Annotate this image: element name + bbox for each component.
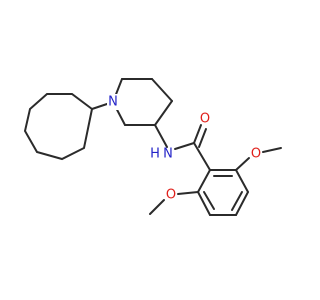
molecule-drawing: N N H O O O: [23, 78, 282, 216]
atom-label-o-methoxy-bottom: O: [166, 188, 176, 203]
atom-label-n-amide: N: [163, 147, 173, 162]
bond-carbonyl-o-1: [193, 124, 202, 144]
bond-ar2-ar3: [235, 169, 249, 193]
benzene-ring: [197, 169, 249, 216]
bond-c4-c5: [154, 100, 173, 126]
atom-o-carbonyl: O: [200, 112, 210, 127]
bond-ar3-ar4-inner: [231, 191, 243, 211]
bond-c3-c4: [151, 78, 173, 102]
bond-carbonyl-o-2: [198, 128, 207, 148]
atom-o-methoxy-top: O: [251, 147, 261, 162]
cycloheptyl-ring-bonds: [23, 93, 94, 161]
atom-o-methoxy-bottom: O: [166, 188, 176, 203]
bond-o-top-methyl: [262, 147, 282, 153]
bond-ar5-ar6-inner: [203, 191, 215, 210]
atom-label-o-carbonyl: O: [200, 112, 210, 127]
atom-label-o-methoxy-top: O: [251, 147, 261, 162]
bond-nh-carbonyl: [174, 142, 195, 150]
cycloheptyl-ring: [23, 93, 94, 161]
piperidine-ring: [112, 78, 173, 126]
bond-ar3-ar4: [235, 191, 249, 216]
atom-label-h-amide: H: [150, 147, 160, 162]
bond-ar5-ar6: [197, 191, 211, 216]
bond-ar6-o-bottom: [177, 191, 199, 195]
atom-label-n-ring: N: [108, 95, 118, 110]
atom-n-ring: N: [107, 94, 119, 110]
atom-nh: N H: [150, 147, 173, 162]
structure-canvas: N N H O O O: [23, 78, 282, 216]
bond-c5-nh: [154, 124, 168, 148]
bond-o-bottom-methyl: [149, 199, 165, 215]
bond-ar6-ar1: [197, 169, 211, 193]
bond-ar2-o-top: [235, 157, 250, 171]
bond-carbonyl-ring: [193, 142, 211, 171]
